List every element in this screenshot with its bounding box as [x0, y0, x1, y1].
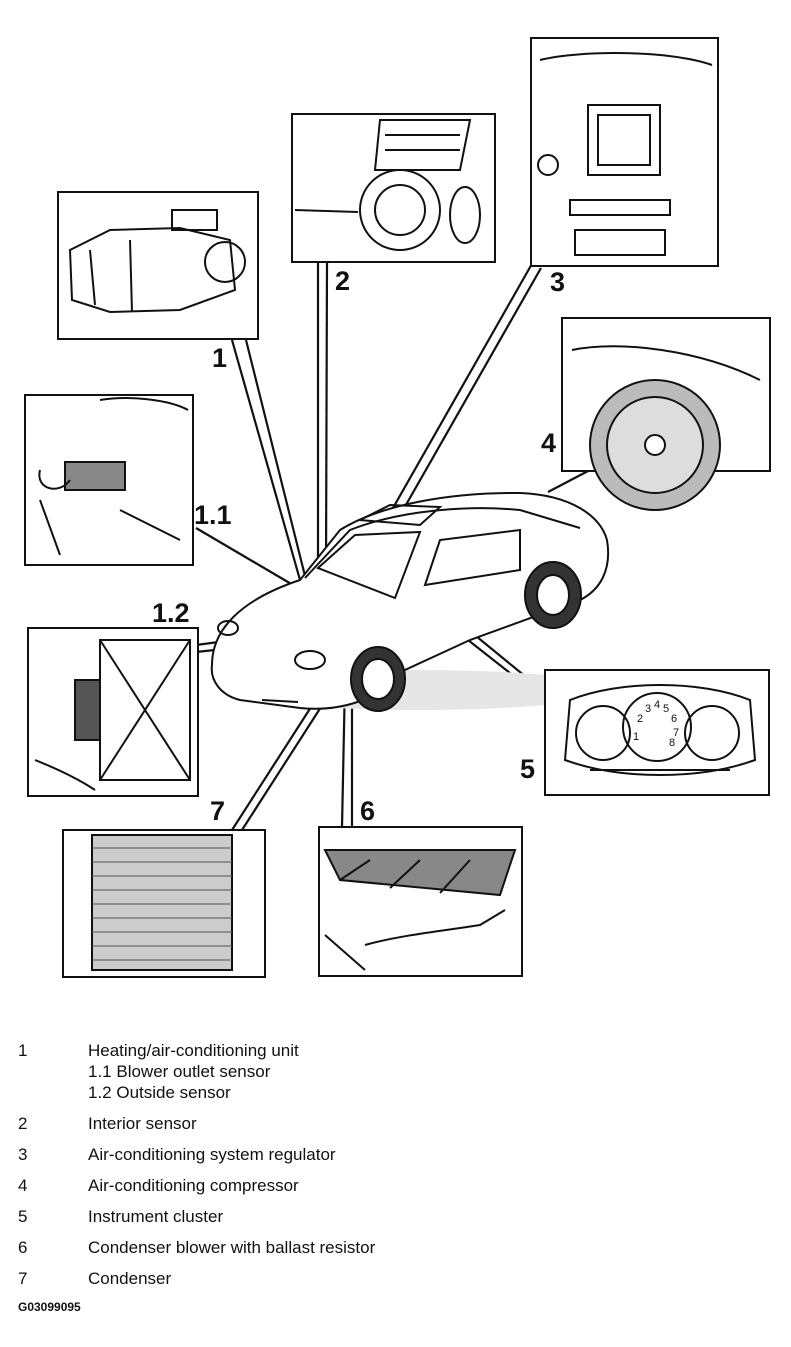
legend-number: 7 — [18, 1269, 28, 1288]
condenser-inset — [62, 829, 266, 978]
ac-compressor-inset — [561, 317, 771, 511]
legend-number: 4 — [18, 1176, 28, 1195]
gauge-numeral: 3 — [645, 703, 651, 715]
legend-label: Air-conditioning system regulator — [88, 1145, 336, 1164]
car-illustration — [210, 491, 610, 712]
legend-row: 4 Air-conditioning compressor — [18, 1175, 758, 1196]
gauge-numeral: 4 — [654, 699, 660, 711]
legend-label: Interior sensor — [88, 1114, 197, 1133]
blower-outlet-sensor-inset — [24, 394, 194, 566]
callout-1-2: 1.2 — [152, 598, 190, 628]
gauge-numerals: 1 2 3 4 5 6 7 8 — [633, 699, 679, 749]
legend-sub-item: 1.1 Blower outlet sensor — [88, 1062, 271, 1081]
gauge-numeral: 6 — [671, 713, 677, 725]
callout-1: 1 — [212, 343, 227, 373]
legend-number: 3 — [18, 1145, 28, 1164]
legend-row: 7 Condenser — [18, 1268, 758, 1289]
heating-unit-inset — [57, 191, 259, 340]
legend-label: Heating/air-conditioning unit — [88, 1041, 299, 1060]
legend-row: 3 Air-conditioning system regulator — [18, 1144, 758, 1165]
callout-5: 5 — [520, 754, 535, 784]
legend-number: 2 — [18, 1114, 28, 1133]
legend-row: 2 Interior sensor — [18, 1113, 758, 1134]
legend-label: Air-conditioning compressor — [88, 1176, 299, 1195]
legend-row: 5 Instrument cluster — [18, 1206, 758, 1227]
gauge-numeral: 5 — [663, 703, 669, 715]
figure-code: G03099095 — [18, 1300, 81, 1314]
legend-text: Heating/air-conditioning unit 1.1 Blower… — [88, 1040, 758, 1103]
legend-label: Instrument cluster — [88, 1207, 224, 1226]
callout-4: 4 — [541, 428, 556, 458]
outside-sensor-inset — [27, 627, 199, 797]
instrument-cluster-inset: 1 2 3 4 5 6 7 8 — [544, 669, 770, 796]
condenser-blower-inset — [318, 826, 523, 977]
legend-number: 5 — [18, 1207, 28, 1226]
legend: 1 Heating/air-conditioning unit 1.1 Blow… — [18, 1040, 758, 1299]
legend-label: Condenser blower with ballast resistor — [88, 1238, 376, 1257]
component-location-diagram: 1 2 3 4 5 6 7 8 — [24, 37, 771, 978]
gauge-numeral: 2 — [637, 713, 643, 725]
callout-1-1: 1.1 — [194, 500, 232, 530]
interior-sensor-inset — [291, 113, 496, 263]
legend-row: 6 Condenser blower with ballast resistor — [18, 1237, 758, 1258]
gauge-numeral: 1 — [633, 731, 639, 743]
ac-regulator-inset — [530, 37, 719, 267]
callout-2: 2 — [335, 266, 350, 296]
legend-label: Condenser — [88, 1269, 172, 1288]
legend-number: 6 — [18, 1238, 28, 1257]
legend-sub-item: 1.2 Outside sensor — [88, 1083, 231, 1102]
gauge-numeral: 7 — [673, 727, 679, 739]
legend-number: 1 — [18, 1041, 28, 1060]
callout-6: 6 — [360, 796, 375, 826]
legend-row: 1 Heating/air-conditioning unit 1.1 Blow… — [18, 1040, 758, 1103]
gauge-numeral: 8 — [669, 737, 675, 749]
callout-3: 3 — [550, 267, 565, 297]
callout-7: 7 — [210, 796, 225, 826]
